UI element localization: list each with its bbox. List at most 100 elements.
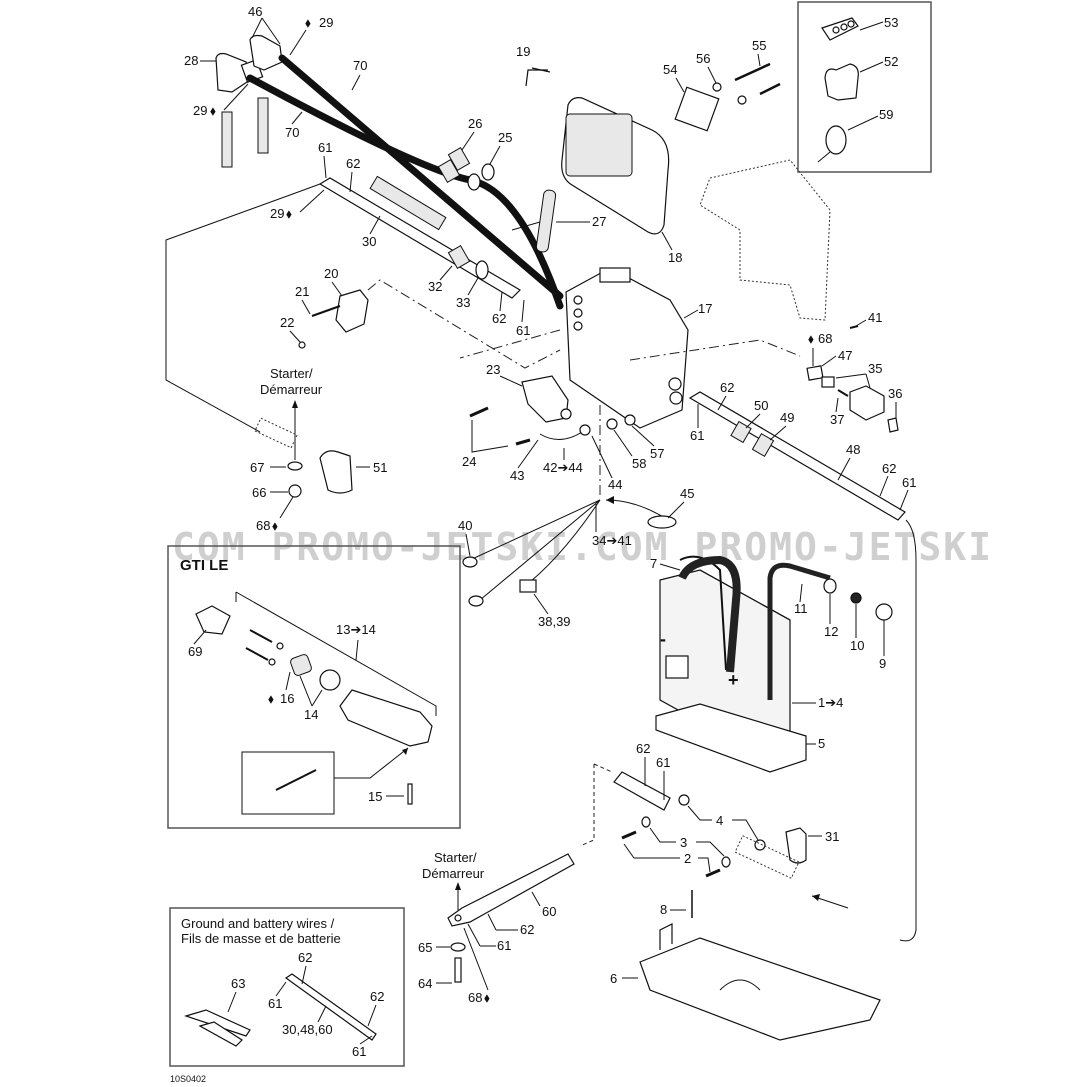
washer-65 xyxy=(450,942,466,952)
callout-34-to-41: 34➔41 xyxy=(592,533,632,548)
clamp-12 xyxy=(823,578,837,594)
screw-24 xyxy=(515,438,531,446)
callout-11: 11 xyxy=(794,601,808,616)
starter-label: Starter/ xyxy=(434,850,477,865)
callout-61: 61 xyxy=(516,323,530,338)
callout-54: 54 xyxy=(663,62,677,77)
arrow-up-icon xyxy=(292,400,298,408)
callout-29: 29 xyxy=(193,103,207,118)
callout-47: 47 xyxy=(838,348,852,363)
callout-59: 59 xyxy=(879,107,893,122)
screw-64 xyxy=(454,957,462,983)
ring-terminal-40 xyxy=(468,595,484,607)
connector-69 xyxy=(195,605,231,635)
callout-23: 23 xyxy=(486,362,500,377)
callout-61: 61 xyxy=(318,140,332,155)
boot-51 xyxy=(319,450,353,494)
callout-5: 5 xyxy=(818,736,825,751)
callout-24: 24 xyxy=(462,454,476,469)
callout-56: 56 xyxy=(696,51,710,66)
callout-61: 61 xyxy=(268,996,282,1011)
callout-9: 9 xyxy=(879,656,886,671)
bracket-20 xyxy=(311,289,369,333)
callout-30: 30 xyxy=(362,234,376,249)
ignition-coil-18 xyxy=(561,97,670,235)
callout-62: 62 xyxy=(636,741,650,756)
battery-tray-6 xyxy=(639,923,881,1041)
arrow-up-icon xyxy=(455,882,461,890)
cap-44 xyxy=(579,424,591,436)
drop-icon: ⬧ xyxy=(268,691,274,706)
callout-13-to-14: 13➔14 xyxy=(336,622,376,637)
drop-icon: ⬧ xyxy=(484,990,490,1005)
cap-9 xyxy=(875,603,893,621)
pin xyxy=(275,769,317,791)
callout-38-39: 38,39 xyxy=(538,614,571,629)
callout-35: 35 xyxy=(868,361,882,376)
nut-22 xyxy=(298,341,306,349)
screws-55 xyxy=(734,62,781,96)
callout-61: 61 xyxy=(902,475,916,490)
washer-56 xyxy=(712,82,722,92)
harness-wire xyxy=(469,499,601,561)
spark-plugs xyxy=(221,97,269,168)
callout-10: 10 xyxy=(850,638,864,653)
starter-label-fr: Démarreur xyxy=(260,382,323,397)
callout-67: 67 xyxy=(250,460,264,475)
detail-sub-inset xyxy=(241,751,335,815)
callout-45: 45 xyxy=(680,486,694,501)
callout-25: 25 xyxy=(498,130,512,145)
callout-68: 68 xyxy=(468,990,482,1005)
callout-14: 14 xyxy=(304,707,318,722)
pins-and-nuts xyxy=(245,629,284,666)
callout-29: 29 xyxy=(270,206,284,221)
callout-62: 62 xyxy=(298,950,312,965)
callout-7: 7 xyxy=(650,556,657,571)
callout-70: 70 xyxy=(353,58,367,73)
callout-19: 19 xyxy=(516,44,530,59)
callout-33: 33 xyxy=(456,295,470,310)
starter-label: Starter/ xyxy=(270,366,313,381)
callout-28: 28 xyxy=(184,53,198,68)
fasteners-inset-frame xyxy=(797,1,932,173)
seal-47 xyxy=(806,365,824,381)
plug-35-seal xyxy=(821,376,835,388)
ground-wires-inset-frame xyxy=(169,907,405,1067)
callout-41: 41 xyxy=(868,310,882,325)
callout-68: 68 xyxy=(818,331,832,346)
module-54 xyxy=(674,86,720,132)
ground-wire-42 xyxy=(539,431,583,440)
callout-62: 62 xyxy=(370,989,384,1004)
starter-solenoid-23 xyxy=(521,375,572,423)
callout-42-to-44: 42➔44 xyxy=(543,460,583,475)
washer-67 xyxy=(287,461,303,471)
conduit-27 xyxy=(535,189,557,253)
callout-60: 60 xyxy=(542,904,556,919)
callout-63: 63 xyxy=(231,976,245,991)
tilt-mechanism xyxy=(339,689,433,747)
fitting-16-14 xyxy=(290,654,341,691)
arrow-icon xyxy=(812,894,820,901)
ground-wires-title-fr: Fils de masse et de batterie xyxy=(181,931,341,946)
gti-le-title: GTI LE xyxy=(180,557,228,574)
connector-35 xyxy=(849,385,885,421)
callout-12: 12 xyxy=(824,624,838,639)
negative-terminal-symbol: - xyxy=(660,629,666,649)
callout-46: 46 xyxy=(248,4,262,19)
ignition-cable-70-lower xyxy=(246,74,564,310)
nut-66 xyxy=(288,484,302,498)
callout-62: 62 xyxy=(520,922,534,937)
callout-29: 29 xyxy=(319,15,333,30)
callout-53: 53 xyxy=(884,15,898,30)
boot-31 xyxy=(785,827,807,864)
bracket-19 xyxy=(525,67,551,87)
callout-61: 61 xyxy=(352,1044,366,1059)
cable-nuts-26-25 xyxy=(437,147,495,191)
callout-66: 66 xyxy=(252,485,266,500)
ring-terminal-40 xyxy=(462,556,478,568)
screw-24 xyxy=(469,406,489,418)
arrow-icon xyxy=(606,496,614,504)
callout-51: 51 xyxy=(373,460,387,475)
nut-4 xyxy=(754,839,766,851)
washer-56 xyxy=(737,95,747,105)
